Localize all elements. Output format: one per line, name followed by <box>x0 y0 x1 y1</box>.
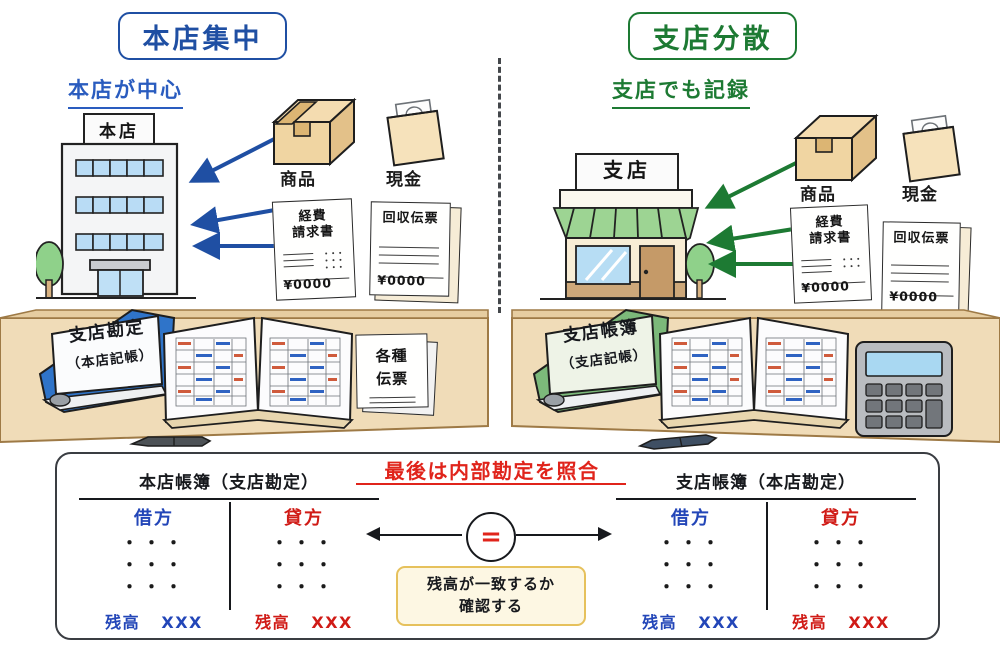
left-ledger-caption: 本店帳簿（支店勘定） <box>139 473 319 493</box>
left-debit-dots-3: ・・・ <box>121 578 187 598</box>
left-ledger-rule <box>79 498 379 500</box>
equals-symbol: = <box>480 522 502 552</box>
equals-badge: = <box>466 512 516 562</box>
open-ledger-right <box>658 316 850 429</box>
left-ledger-divider <box>229 502 231 610</box>
right-credit-balance-label: 残高 <box>792 613 828 632</box>
branch-shop-icon <box>540 153 726 300</box>
cash-label-right: 現金 <box>902 185 938 205</box>
branch-account-book <box>38 308 176 414</box>
open-ledger-left <box>162 316 354 429</box>
expense-invoice-amount: ¥0000 <box>283 275 333 293</box>
arrow-invoice <box>190 206 287 234</box>
right-debit-balance-value: XXX <box>698 613 740 632</box>
right-credit-header: 貸方 <box>821 508 861 529</box>
branch-ledger-book <box>532 308 670 414</box>
balance-check-note: 残高が一致するか 確認する <box>396 566 586 626</box>
left-subheading: 本店が中心 <box>68 74 183 109</box>
right-arrows-group <box>704 160 802 278</box>
right-credit-dots-1: ・・・ <box>808 534 874 554</box>
right-credit-balance-value: XXX <box>848 613 890 632</box>
left-debit-balance-label: 残高 <box>105 613 141 632</box>
expense-invoice-right-line2: 請求書 <box>809 230 852 248</box>
left-credit-balance-value: XXX <box>311 613 353 632</box>
right-debit-dots-2: ・・・ <box>658 556 724 576</box>
right-subheading: 支店でも記録 <box>612 74 750 109</box>
right-debit-dots-3: ・・・ <box>658 578 724 598</box>
various-slips: 各種 伝票 <box>355 333 429 409</box>
calculator-icon <box>855 341 953 437</box>
left-equal-arrow-line <box>378 534 462 536</box>
arrow-goods-right <box>704 160 799 209</box>
left-credit-dots-1: ・・・ <box>271 534 337 554</box>
expense-invoice-line1: 経費 <box>298 208 327 225</box>
right-ledger-caption: 支店帳簿（本店勘定） <box>676 473 856 493</box>
arrow-invoice-right <box>706 224 801 253</box>
left-equal-arrowhead <box>366 527 380 541</box>
left-credit-dots-3: ・・・ <box>271 578 337 598</box>
head-office-sign-label: 本店 <box>99 122 139 142</box>
left-debit-header: 借方 <box>134 508 174 529</box>
cash-label: 現金 <box>386 170 422 190</box>
balance-check-note-line1: 残高が一致するか <box>426 575 555 594</box>
box-icon-right <box>793 113 879 183</box>
right-debit-balance-label: 残高 <box>642 613 678 632</box>
expense-invoice-slip: 経費 請求書 ¥0000 <box>271 198 357 301</box>
right-credit-dots-2: ・・・ <box>808 556 874 576</box>
box-label-right: 商品 <box>800 185 836 205</box>
left-title-text: 本店集中 <box>142 23 263 55</box>
reconcile-heading: 最後は内部勘定を照合 <box>384 459 600 483</box>
left-credit-header: 貸方 <box>284 508 324 529</box>
head-office-building-icon <box>36 113 196 299</box>
balance-check-note-line2: 確認する <box>458 597 523 615</box>
right-ledger-divider <box>766 502 768 610</box>
left-ledger-debit-column: 借方 ・・・ ・・・ ・・・ 残高 XXX <box>79 500 229 632</box>
right-debit-header: 借方 <box>671 508 711 529</box>
right-ledger-rule <box>616 498 916 500</box>
collection-slip-title: 回収伝票 <box>382 210 439 227</box>
left-ledger-credit-column: 貸方 ・・・ ・・・ ・・・ 残高 XXX <box>229 500 379 632</box>
right-credit-dots-3: ・・・ <box>808 578 874 598</box>
right-equal-arrowhead <box>598 527 612 541</box>
right-equal-arrow-line <box>516 534 600 536</box>
right-debit-dots-1: ・・・ <box>658 534 724 554</box>
expense-invoice-slip-right: 経費 請求書 ¥0000 <box>789 204 873 304</box>
expense-invoice-amount-right: ¥0000 <box>801 278 851 296</box>
expense-invoice-right-line1: 経費 <box>815 214 844 231</box>
left-title-badge: 本店集中 <box>118 12 287 60</box>
vertical-dashed-divider <box>498 58 501 313</box>
cash-envelope-icon <box>386 98 445 167</box>
collection-slip-title-right: 回収伝票 <box>893 230 950 247</box>
right-ledger-table: 支店帳簿（本店勘定） 借方 ・・・ ・・・ ・・・ 残高 XXX 貸方 ・・・ <box>616 468 916 632</box>
left-credit-dots-2: ・・・ <box>271 556 337 576</box>
right-ledger-debit-column: 借方 ・・・ ・・・ ・・・ 残高 XXX <box>616 500 766 632</box>
cash-envelope-icon-right <box>902 114 961 183</box>
reconcile-heading-underline <box>356 483 626 485</box>
various-slips-line2: 伝票 <box>375 369 409 388</box>
arrow-goods <box>188 132 285 183</box>
expense-invoice-line2: 請求書 <box>291 224 335 242</box>
right-title-text: 支店分散 <box>652 23 773 55</box>
left-debit-balance-value: XXX <box>161 613 203 632</box>
pen-icon-right <box>637 434 718 450</box>
left-credit-balance-label: 残高 <box>255 613 291 632</box>
left-debit-dots-1: ・・・ <box>121 534 187 554</box>
box-icon <box>271 97 357 167</box>
collection-slip: 回収伝票 ¥0000 <box>369 201 451 297</box>
right-ledger-credit-column: 貸方 ・・・ ・・・ ・・・ 残高 XXX <box>766 500 916 632</box>
branch-shop-sign-label: 支店 <box>603 158 651 182</box>
box-label: 商品 <box>280 170 316 190</box>
collection-slip-right: 回収伝票 ¥0000 <box>881 221 961 313</box>
left-debit-dots-2: ・・・ <box>121 556 187 576</box>
right-title-badge: 支店分散 <box>628 12 797 60</box>
pen-icon-left <box>129 436 212 447</box>
collection-slip-amount: ¥0000 <box>377 272 427 289</box>
various-slips-line1: 各種 <box>375 346 408 366</box>
left-ledger-table: 本店帳簿（支店勘定） 借方 ・・・ ・・・ ・・・ 残高 XXX 貸方 ・・・ <box>79 468 379 632</box>
